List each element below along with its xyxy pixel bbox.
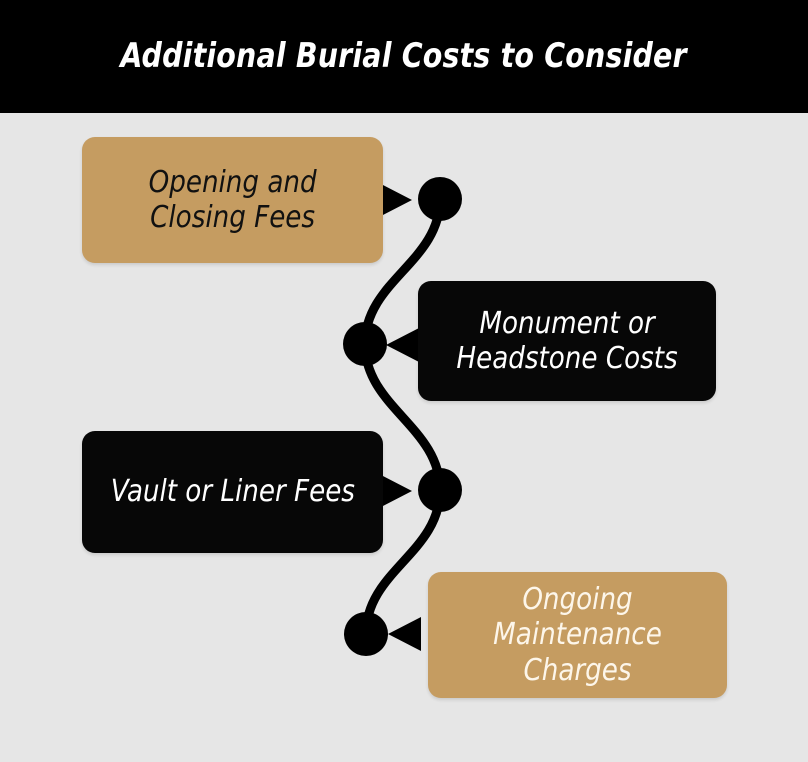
- cost-card-label-line-1: Vault or Liner Fees: [110, 474, 355, 510]
- cost-card-label: Vault or Liner Fees: [110, 474, 354, 509]
- header-bar: Additional Burial Costs to Consider: [0, 0, 808, 113]
- node-dot-4: [344, 612, 388, 656]
- cost-card-ongoing-maintenance-charges[interactable]: Ongoing Maintenance Charges: [428, 572, 727, 698]
- cost-card-vault-or-liner-fees[interactable]: Vault or Liner Fees: [82, 431, 383, 553]
- node-dot-1: [418, 177, 462, 221]
- cost-card-monument-or-headstone-costs[interactable]: Monument or Headstone Costs: [418, 281, 716, 401]
- cost-card-label: Ongoing Maintenance Charges: [450, 582, 705, 687]
- cost-card-label: Monument or Headstone Costs: [456, 306, 677, 376]
- arrow-left-icon: [388, 617, 421, 651]
- cost-card-label-line-2: Headstone Costs: [456, 341, 678, 376]
- cost-card-label-line-1: Opening and: [148, 164, 317, 200]
- node-dot-3: [418, 468, 462, 512]
- cost-card-label-line-1: Ongoing Maintenance: [493, 582, 662, 653]
- cost-card-label-line-2: Closing Fees: [150, 200, 315, 235]
- cost-card-opening-and-closing-fees[interactable]: Opening and Closing Fees: [82, 137, 383, 263]
- arrow-right-icon: [379, 474, 412, 508]
- cost-card-label-line-2: Charges: [523, 652, 632, 688]
- arrow-left-icon: [386, 328, 419, 362]
- cost-card-label: Opening and Closing Fees: [148, 165, 316, 235]
- page-title: Additional Burial Costs to Consider: [120, 35, 688, 76]
- connector-path: [360, 194, 445, 639]
- node-dot-2: [343, 322, 387, 366]
- cost-card-label-line-1: Monument or: [479, 305, 655, 341]
- arrow-right-icon: [379, 183, 412, 217]
